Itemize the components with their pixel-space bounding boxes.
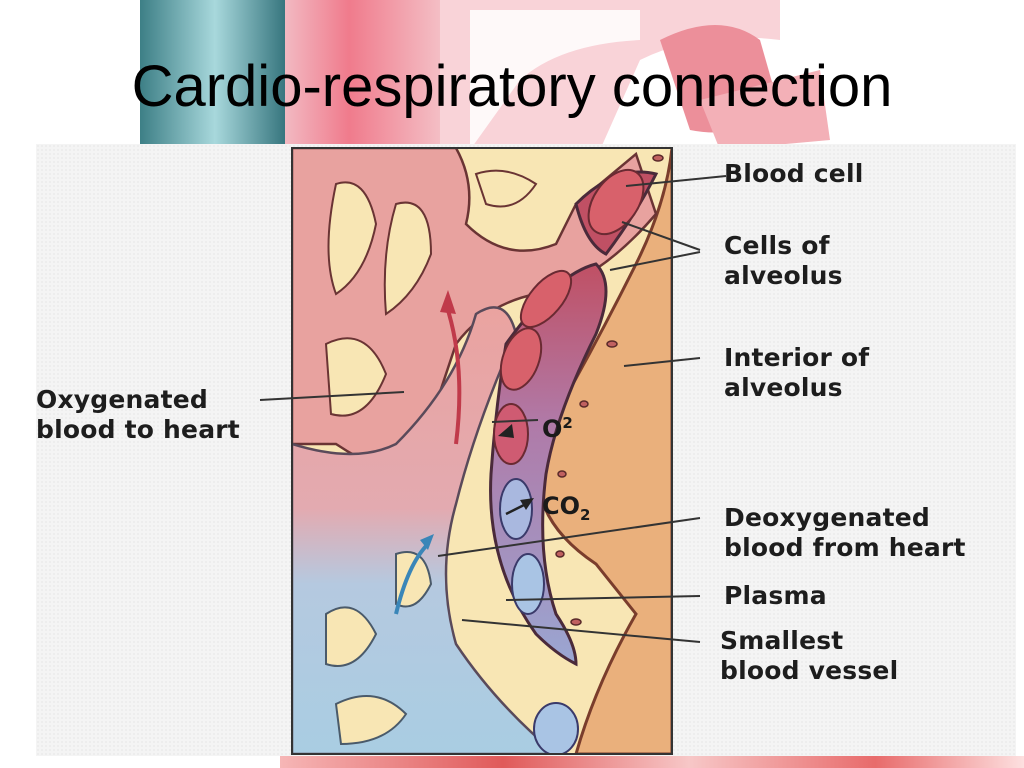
label-interior-of-alveolus: Interior of alveolus bbox=[724, 343, 870, 402]
label-oxygen: O2 bbox=[542, 414, 573, 443]
alveolus-wall-cells bbox=[555, 154, 664, 626]
pink-block bbox=[285, 0, 445, 150]
blood-cell bbox=[533, 702, 579, 754]
leader-o2 bbox=[491, 419, 539, 423]
label-plasma: Plasma bbox=[724, 581, 827, 610]
label-smallest-blood-vessel: Smallest blood vessel bbox=[720, 626, 899, 685]
label-blood-cell: Blood cell bbox=[724, 159, 864, 188]
figure-panel: Blood cell Cells of alveolus Interior of… bbox=[36, 144, 1016, 756]
deoxygenated-flow-arrow bbox=[394, 542, 430, 615]
label-deoxygenated-blood: Deoxygenated blood from heart bbox=[724, 503, 966, 562]
teal-block bbox=[140, 0, 290, 150]
o2-arrowhead bbox=[498, 424, 514, 438]
tissue-gap bbox=[325, 606, 378, 667]
leader-smallest-vessel bbox=[461, 619, 701, 643]
illustration-frame bbox=[291, 147, 673, 755]
deoxygenated-flow-arrowhead bbox=[420, 534, 434, 550]
tissue-gap bbox=[383, 201, 433, 316]
leader-blood-cell bbox=[625, 175, 727, 187]
leader-lines bbox=[259, 175, 727, 643]
header-decoration-art bbox=[140, 0, 830, 150]
alveolus-capillary-diagram bbox=[259, 147, 727, 755]
leader-interior bbox=[623, 357, 701, 367]
leader-cells-of-alveolus-2 bbox=[609, 251, 701, 271]
oxygenated-flow-arrowhead bbox=[440, 290, 456, 314]
carbon-dioxide-mark: 2 bbox=[580, 505, 591, 524]
header-decoration bbox=[0, 0, 1024, 150]
co2-arrowhead bbox=[520, 498, 534, 510]
carbon-dioxide-base: CO bbox=[542, 492, 581, 520]
slide-title: Cardio-respiratory connection bbox=[131, 54, 893, 119]
tissue-gap bbox=[474, 169, 538, 208]
rose-shape-2 bbox=[700, 70, 830, 150]
footer-decoration bbox=[280, 756, 1024, 768]
tissue-gap bbox=[334, 695, 408, 746]
blood-cell bbox=[511, 553, 545, 615]
co2-arrow bbox=[505, 502, 527, 516]
label-oxygenated-blood: Oxygenated blood to heart bbox=[36, 385, 240, 444]
leader-plasma bbox=[505, 595, 701, 601]
oxygen-mark: 2 bbox=[562, 414, 573, 432]
leader-cells-of-alveolus-1 bbox=[621, 221, 701, 251]
oxygen-base: O bbox=[542, 415, 563, 443]
tissue-gap bbox=[327, 181, 378, 296]
oxygenated-flow-arrow bbox=[444, 303, 462, 445]
leader-oxygenated bbox=[259, 391, 405, 401]
blood-cell bbox=[499, 327, 543, 391]
tissue-gap bbox=[395, 551, 433, 608]
blood-cell bbox=[519, 269, 573, 329]
white-highlight bbox=[470, 10, 640, 150]
leader-deoxygenated bbox=[437, 517, 701, 557]
label-carbon-dioxide: CO2 bbox=[542, 494, 590, 523]
illustration-group bbox=[292, 148, 672, 754]
label-cells-of-alveolus: Cells of alveolus bbox=[724, 231, 843, 290]
